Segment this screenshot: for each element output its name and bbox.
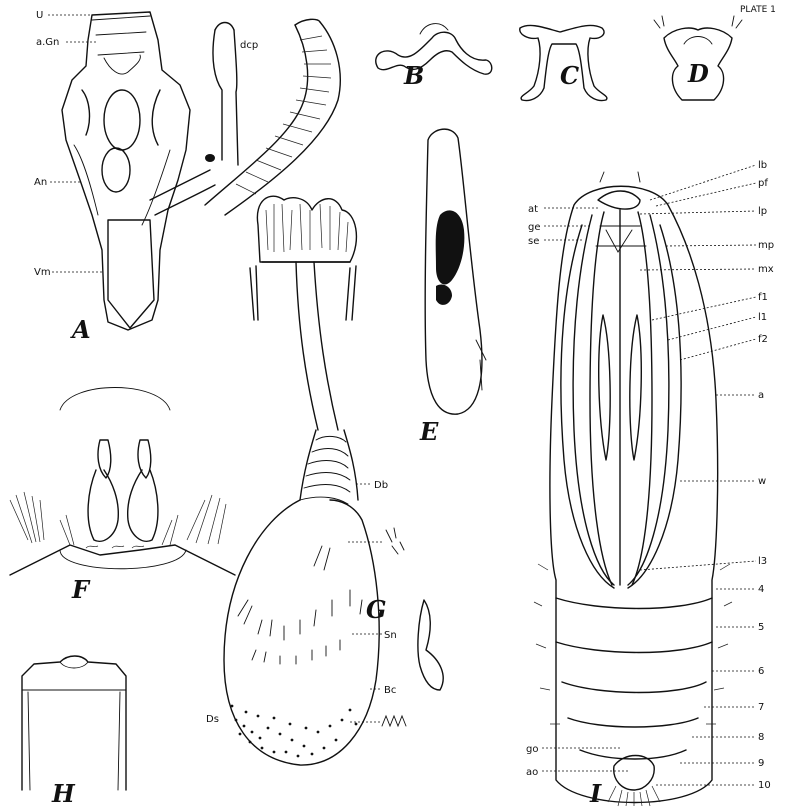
figure-b: B [376, 24, 492, 90]
figure-d: D [654, 16, 742, 100]
label-u: U [36, 10, 43, 21]
label-seg-9: 9 [758, 758, 764, 769]
label-w: w [758, 476, 766, 487]
figure-label-c: C [560, 61, 579, 90]
figure-label-g: G [366, 595, 387, 624]
label-dcp: dcp [240, 40, 258, 51]
label-seg-7: 7 [758, 702, 764, 713]
pupa-right-labels: lb pf lp mp mx f1 l1 f2 a w l3 4 5 [640, 160, 774, 791]
figure-h: H [22, 656, 126, 807]
figure-label-d: D [687, 59, 709, 88]
label-go: go [526, 744, 538, 755]
figure-label-e-text: E [419, 417, 439, 446]
label-bc: Bc [384, 685, 396, 696]
label-seg-6: 6 [758, 666, 764, 677]
figure-i: at ge se go ao lb pf lp mp mx f1 l1 f2 [526, 160, 774, 807]
label-seg-5: 5 [758, 622, 764, 633]
label-an: An [34, 177, 47, 188]
label-lp: lp [758, 206, 767, 217]
figure-a: U a.Gn An Vm dcp A [34, 10, 340, 344]
plate-number: PLATE 1 [740, 5, 776, 15]
figure-label-i: I [589, 779, 602, 807]
figure-g: Db Sn Bc Ds G [206, 196, 443, 765]
label-seg-4: 4 [758, 584, 764, 595]
label-seg-8: 8 [758, 732, 764, 743]
label-agn: a.Gn [36, 37, 59, 48]
label-sn: Sn [384, 630, 397, 641]
label-ao: ao [526, 767, 538, 778]
label-vm: Vm [34, 267, 51, 278]
label-l3: l3 [758, 556, 767, 567]
label-db: Db [374, 480, 388, 491]
label-ds: Ds [206, 714, 219, 725]
figure-label-f: F [71, 575, 91, 604]
label-seg-10: 10 [758, 780, 771, 791]
figure-label-h: H [51, 779, 76, 807]
label-f1: f1 [758, 292, 768, 303]
label-f2: f2 [758, 334, 768, 345]
label-a: a [758, 390, 764, 401]
figure-label-a: A [70, 315, 91, 344]
figure-e: E [419, 129, 486, 446]
figure-c: C [520, 25, 607, 100]
label-ge: ge [528, 222, 541, 233]
figure-f: F [10, 388, 235, 605]
label-mx: mx [758, 264, 774, 275]
figure-label-b: B [403, 61, 424, 90]
label-at: at [528, 204, 538, 215]
label-lb: lb [758, 160, 767, 171]
label-l1: l1 [758, 312, 767, 323]
label-pf: pf [758, 178, 768, 189]
label-se: se [528, 236, 539, 247]
label-mp: mp [758, 240, 774, 251]
